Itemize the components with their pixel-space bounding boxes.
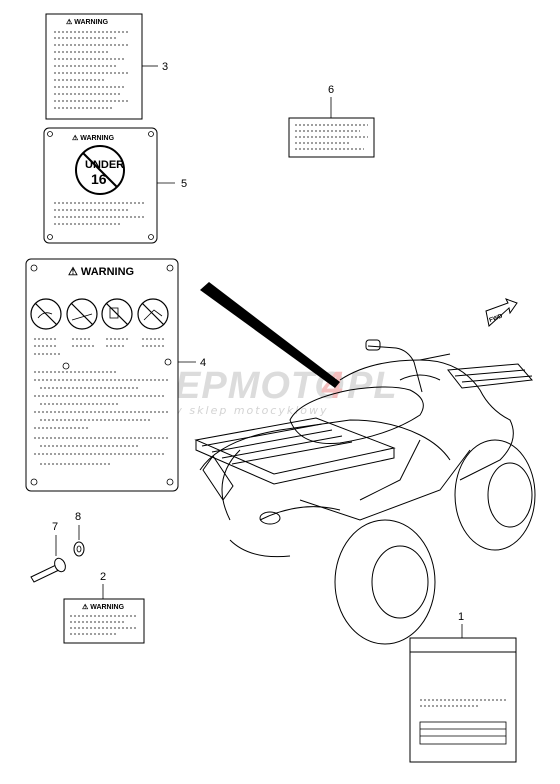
screw-item-7[interactable]: 7 <box>30 521 67 583</box>
fwd-label: FWD <box>489 313 505 324</box>
callout-4: 4 <box>200 357 206 369</box>
label-2-header: ⚠ WARNING <box>82 603 125 611</box>
label-4-header: ⚠ WARNING <box>68 266 134 278</box>
under-16-icon: UNDER 16 <box>75 145 125 195</box>
label-5-text-lines <box>54 202 146 225</box>
label-item-5[interactable]: ⚠ WARNING UNDER 16 5 <box>43 127 187 244</box>
callout-2: 2 <box>100 571 106 583</box>
label-6-text-lines <box>295 124 368 150</box>
callout-8: 8 <box>75 511 81 523</box>
label-item-4[interactable]: ⚠ WARNING <box>25 258 206 492</box>
callout-6: 6 <box>328 84 334 96</box>
label-item-1[interactable]: 1 <box>409 611 517 763</box>
callout-3: 3 <box>162 61 168 73</box>
washer-item-8[interactable]: 8 <box>73 511 85 557</box>
label-3-text-lines <box>54 31 130 109</box>
prohibition-icons <box>30 298 169 330</box>
no-stunts-icon <box>137 298 169 330</box>
label-item-6[interactable]: 6 <box>288 84 375 158</box>
label-item-2[interactable]: 2 ⚠ WARNING <box>63 571 145 644</box>
no-paved-road-icon <box>66 298 98 330</box>
label-4-text-lines <box>34 338 168 465</box>
no-passenger-icon <box>30 298 62 330</box>
no-alcohol-icon <box>101 298 133 330</box>
callout-7: 7 <box>52 521 58 533</box>
label-5-header: ⚠ WARNING <box>72 134 115 142</box>
callout-1: 1 <box>458 611 464 623</box>
label-3-header: ⚠ WARNING <box>66 18 109 26</box>
label-2-text-lines <box>70 615 138 635</box>
label-item-3[interactable]: ⚠ WARNING 3 <box>45 13 168 120</box>
label-5-under: UNDER <box>85 159 124 171</box>
fwd-arrow-icon: FWD <box>485 298 518 327</box>
watermark-brand-c: PL <box>347 365 398 407</box>
callout-5: 5 <box>181 178 187 190</box>
pointer-wedge <box>200 282 340 388</box>
atv-illustration <box>194 339 536 645</box>
label-5-age: 16 <box>91 171 107 187</box>
